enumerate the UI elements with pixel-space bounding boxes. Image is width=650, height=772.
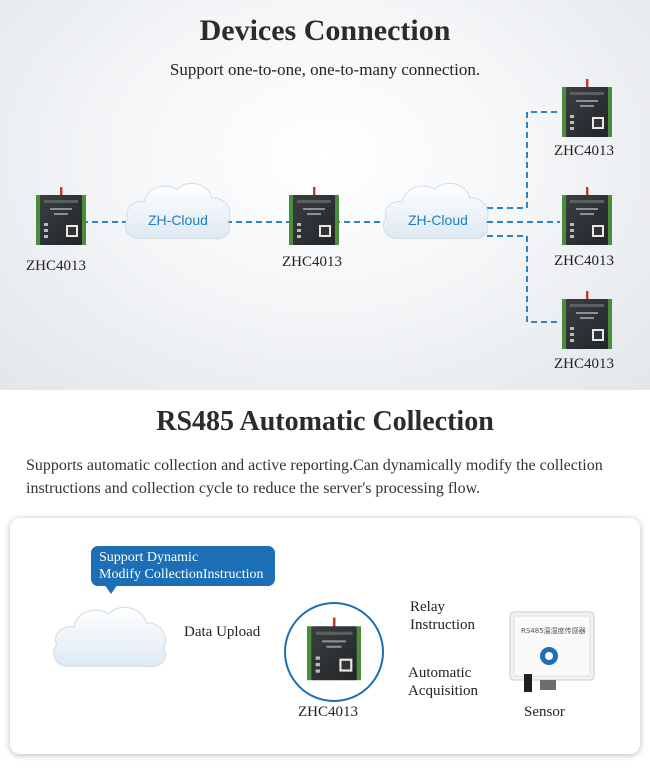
section-title-rs485: RS485 Automatic Collection [156, 406, 494, 437]
bubble-line-1: Support Dynamic [99, 550, 199, 565]
relay-line-1: Relay [410, 599, 445, 615]
router-device-icon [307, 617, 361, 681]
bubble-line-2: Modify CollectionInstruction [99, 567, 264, 582]
cloud-label: ZH-Cloud [148, 212, 208, 228]
cloud-icon [52, 606, 167, 668]
dashed-connection-lines [82, 111, 560, 323]
automatic-acquisition-label: Automatic Acquisition [408, 664, 478, 700]
device-label: ZHC4013 [282, 254, 342, 270]
sensor-icon [509, 611, 595, 692]
relay-instruction-label: Relay Instruction [410, 598, 475, 634]
section-description: Supports automatic collection and active… [26, 457, 603, 497]
device-label: ZHC4013 [26, 258, 86, 274]
section-title-devices-connection: Devices Connection [199, 14, 451, 47]
device-label: ZHC4013 [298, 704, 358, 720]
data-upload-label: Data Upload [184, 624, 261, 640]
device-label: ZHC4013 [554, 143, 614, 159]
sensor-label: Sensor [524, 704, 565, 720]
device-label: ZHC4013 [554, 253, 614, 269]
cloud-label: ZH-Cloud [408, 212, 468, 228]
section-subtitle: Support one-to-one, one-to-many connecti… [169, 60, 481, 79]
sensor-caption: RS485温湿度传感器 [521, 627, 586, 635]
relay-line-2: Instruction [410, 617, 475, 633]
bubble-tail [104, 584, 118, 594]
dynamic-instruction-bubble: Support Dynamic Modify CollectionInstruc… [91, 546, 275, 586]
auto-line-1: Automatic [408, 665, 472, 681]
device-label: ZHC4013 [554, 356, 614, 372]
auto-line-2: Acquisition [408, 683, 478, 699]
